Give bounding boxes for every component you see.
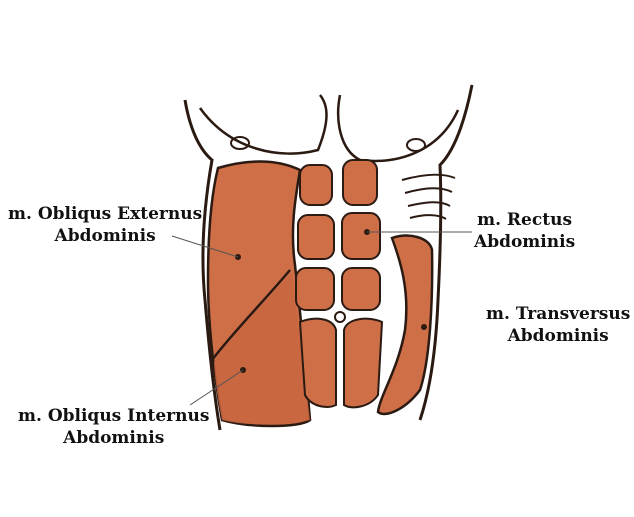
label-transversus-line1: m. Transversus [486,303,630,325]
rectus-segment [342,268,380,310]
rectus-segment [344,319,382,408]
rectus-abdominis-muscle [296,160,382,407]
label-obliquus-internus: m. Obliqus Internus Abdominis [18,405,209,449]
rectus-segment [298,215,334,259]
transversus-marker-dot [421,324,427,330]
rectus-segment [300,165,332,205]
label-rectus: m. Rectus Abdominis [474,209,575,253]
rectus-segment [300,319,336,407]
rib-hatching [402,175,455,219]
navel [335,312,345,322]
label-rectus-line1: m. Rectus [474,209,575,231]
rectus-segment [342,213,380,259]
label-rectus-line2: Abdominis [474,231,575,253]
label-transversus: m. Transversus Abdominis [486,303,630,347]
label-obliquus-externus: m. Obliqus Externus Abdominis [8,203,202,247]
label-obliquus-externus-line2: Abdominis [8,225,202,247]
rectus-segment [343,160,377,205]
right-nipple [407,139,425,151]
label-obliquus-externus-line1: m. Obliqus Externus [8,203,202,225]
label-obliquus-internus-line2: Abdominis [18,427,209,449]
label-obliquus-internus-line1: m. Obliqus Internus [18,405,209,427]
label-transversus-line2: Abdominis [486,325,630,347]
rectus-segment [296,268,334,310]
